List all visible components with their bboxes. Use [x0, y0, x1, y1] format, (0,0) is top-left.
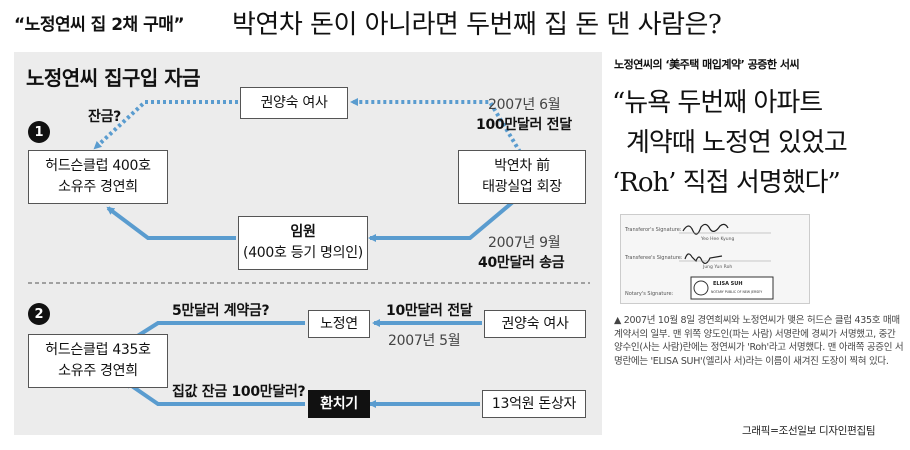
- arrow-park-to-kwon: [350, 98, 522, 154]
- node-kwon-label: 권양숙 여사: [260, 94, 328, 111]
- contract-document-image: Transferor's Signature: Yeo Hee Kyung Tr…: [620, 214, 810, 304]
- doc-transferee-name: Jung Yun Roh: [702, 264, 732, 270]
- label-amount-june: 100만달러 전달: [476, 117, 572, 133]
- node-employee-line2: (400호 등기 명의인): [243, 245, 363, 261]
- node-kwon: 권양숙 여사: [240, 87, 348, 119]
- label-deposit: 5만달러 계약금?: [172, 303, 270, 319]
- doc-transferee-label: Transferee's Signature:: [624, 255, 683, 261]
- node-park-line1: 박연차 前: [494, 158, 550, 174]
- node-exchanger-label: 환치기: [320, 395, 358, 412]
- label-amount-sept: 40만달러 송금: [478, 255, 565, 271]
- signature-transferee: [684, 253, 723, 264]
- node-hudson-400: 허드슨클럽 400호 소유주 경연희: [28, 150, 168, 204]
- section-2-number: 2: [28, 303, 50, 325]
- section-1-number: 1: [28, 121, 50, 143]
- stamp-line-2: NOTARY PUBLIC OF NEW JERSEY: [711, 290, 762, 294]
- label-transfer: 10만달러 전달: [386, 303, 473, 319]
- signature-transferor: [682, 223, 729, 235]
- arrow-kwon-to-hudson400: [93, 100, 238, 150]
- quote-line-1: “뉴욕 두번째 아파트: [612, 88, 823, 118]
- node-park: 박연차 前 태광실업 회장: [458, 150, 586, 204]
- label-balance-2: 집값 잔금 100만달러?: [172, 384, 306, 400]
- node-hudson-400-line2: 소유주 경연희: [58, 179, 138, 195]
- notary-seal-icon: [693, 280, 709, 296]
- arrow-exchanger-to-hudson435: [124, 380, 305, 406]
- node-merchant-label: 13억원 돈상자: [491, 395, 577, 412]
- arrow-park-to-employee: [368, 194, 522, 242]
- label-balance: 잔금?: [88, 109, 121, 125]
- node-merchant: 13억원 돈상자: [482, 390, 586, 418]
- node-hudson-400-line1: 허드슨클럽 400호: [45, 158, 151, 174]
- header-title: 박연차 돈이 아니라면 두번째 집 돈 댄 사람은?: [232, 10, 722, 40]
- label-date-sept: 2007년 9월: [488, 235, 561, 251]
- contract-document-drawing: Transferor's Signature: Yeo Hee Kyung Tr…: [624, 223, 774, 300]
- node-employee-line1: 임원: [290, 224, 316, 240]
- label-date-may: 2007년 5월: [388, 333, 461, 349]
- right-kicker: 노정연씨의 ‘美주택 매입계약’ 공증한 서씨: [614, 58, 800, 71]
- node-kwon-2: 권양숙 여사: [484, 310, 586, 338]
- stamp-line-1: ELISA SUH: [713, 281, 743, 287]
- header-tag: “노정연씨 집 2채 구매”: [14, 15, 185, 35]
- node-hudson-435: 허드슨클럽 435호 소유주 경연희: [28, 334, 168, 388]
- label-date-june: 2007년 6월: [488, 97, 561, 113]
- node-park-line2: 태광실업 회장: [482, 179, 562, 195]
- photo-caption: ▲ 2007년 10월 8일 경연희씨와 노정연씨가 맺은 허드슨 클럽 435…: [614, 315, 904, 367]
- graphic-credit: 그래픽=조선일보 디자인편집팀: [742, 425, 876, 437]
- notary-stamp: [690, 276, 774, 300]
- node-hudson-435-line2: 소유주 경연희: [58, 363, 138, 379]
- doc-transferor-name: Yeo Hee Kyung: [700, 236, 734, 242]
- node-employee: 임원 (400호 등기 명의인): [238, 216, 368, 270]
- node-rho-label: 노정연: [320, 315, 358, 332]
- arrow-employee-to-hudson400: [106, 206, 236, 240]
- node-exchanger: 환치기: [308, 390, 370, 418]
- quote-line-2: 계약때 노정연 있었고: [626, 128, 848, 158]
- doc-transferor-label: Transferor's Signature:: [624, 227, 682, 233]
- quote-line-3: ‘Roh’ 직접 서명했다”: [612, 168, 841, 198]
- doc-notary-label: Notary's Signature:: [625, 291, 674, 297]
- diagram-title: 노정연씨 집구입 자금: [26, 66, 201, 90]
- node-kwon-2-label: 권양숙 여사: [501, 315, 569, 332]
- node-hudson-435-line1: 허드슨클럽 435호: [45, 342, 151, 358]
- flow-arrows: [28, 98, 590, 408]
- node-rho: 노정연: [308, 310, 370, 338]
